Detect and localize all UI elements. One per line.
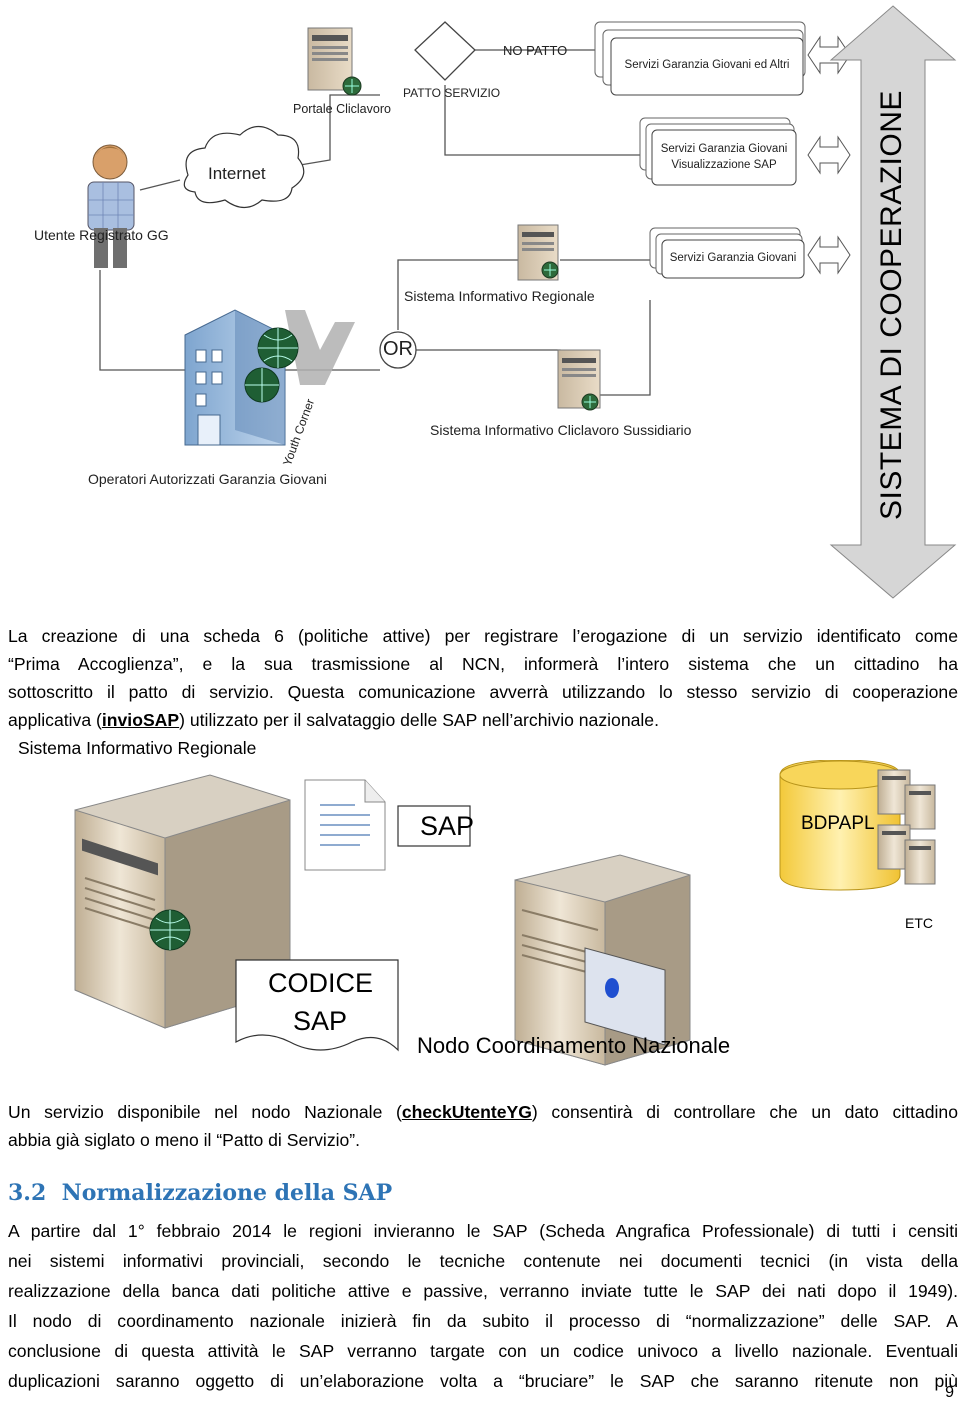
- text-segment: applicativa (: [8, 710, 102, 730]
- youth-corner-logo: [285, 310, 355, 385]
- paragraph-line: duplicazioni saranno oggetto di un’elabo…: [8, 1371, 958, 1391]
- portale-server-icon: [307, 27, 362, 96]
- section-title: Normalizzazione della SAP: [61, 1180, 393, 1206]
- double-arrow-icon: [807, 35, 851, 275]
- sir-label: Sistema Informativo Regionale: [404, 288, 595, 304]
- etc-servers-icon: [877, 769, 936, 885]
- text-segment: Un servizio disponibile nel nodo Naziona…: [8, 1102, 402, 1122]
- connector-lines: [99, 49, 651, 396]
- section-number: 3.2: [8, 1180, 47, 1206]
- paragraph-line: nei sistemi informativi provinciali, sec…: [8, 1251, 958, 1271]
- page-number: 9: [945, 1384, 954, 1401]
- inviosap-term: invioSAP: [101, 710, 180, 730]
- servizi-vis-label-2: Visualizzazione SAP: [671, 159, 777, 171]
- paragraph-normalizzazione: A partire dal 1° febbraio 2014 le region…: [8, 1216, 958, 1396]
- sir-title: Sistema Informativo Regionale: [18, 738, 257, 758]
- nodo-label: Nodo Coordinamento Nazionale: [417, 1033, 731, 1058]
- etc-label: ETC: [905, 915, 933, 931]
- user-person-icon: [87, 144, 135, 268]
- text-segment: ) consentirà di controllare che un dato …: [531, 1102, 958, 1122]
- section-heading: 3.2 Normalizzazione della SAP: [8, 1180, 392, 1206]
- portale-label: Portale Cliclavoro: [293, 102, 391, 116]
- codice-label: CODICE: [268, 968, 374, 998]
- paragraph-line: conclusione di questa attività le SAP ve…: [8, 1341, 958, 1361]
- paragraph-line: applicativa (invioSAP) utilizzato per il…: [8, 706, 958, 734]
- paragraph-line: sottoscritto il patto di servizio. Quest…: [8, 682, 958, 702]
- paragraph-line: realizzazione della banca dati politiche…: [8, 1281, 958, 1301]
- operatori-label: Operatori Autorizzati Garanzia Giovani: [88, 471, 327, 487]
- servizi-vis-label-1: Servizi Garanzia Giovani: [660, 143, 788, 155]
- no-patto-label: NO PATTO: [503, 43, 568, 58]
- codice-sap-label: SAP: [293, 1006, 348, 1036]
- regionale-server-icon: [517, 224, 559, 281]
- id-card-icon: [584, 947, 666, 1046]
- internet-label: Internet: [208, 164, 266, 183]
- cooperazione-label: SISTEMA DI COOPERAZIONE: [875, 90, 908, 520]
- codice-sap-box: [235, 959, 399, 1052]
- internet-cloud-icon: [183, 125, 305, 209]
- bdpapl-label: BDPAPL: [801, 813, 875, 834]
- sap-flow-diagram: [74, 760, 936, 1066]
- globe-icon: [244, 327, 299, 403]
- servizi-altri-label: Servizi Garanzia Giovani ed Altri: [624, 59, 790, 71]
- paragraph-intro: La creazione di una scheda 6 (politiche …: [8, 622, 958, 734]
- servizi-altri-stack: [594, 21, 806, 96]
- checkutenteyg-term: checkUtenteYG: [401, 1102, 532, 1122]
- architecture-diagram: [87, 5, 957, 599]
- servizi-vis-stack: [639, 117, 797, 186]
- sap-box: [397, 805, 471, 847]
- servizi-gg-stack: [649, 227, 805, 279]
- utente-label: Utente Registrato GG: [34, 227, 169, 243]
- document-icon: [304, 779, 386, 871]
- cooperazione-arrow: [829, 5, 957, 599]
- paragraph-line: abbia già siglato o meno il “Patto di Se…: [8, 1130, 361, 1150]
- paragraph-line: La creazione di una scheda 6 (politiche …: [8, 626, 958, 646]
- decision-diamond: [414, 21, 476, 81]
- paragraph-line: A partire dal 1° febbraio 2014 le region…: [8, 1221, 958, 1241]
- paragraph-line: Il nodo di coordinamento nazionale inizi…: [8, 1311, 958, 1331]
- paragraph-line: “Prima Accoglienza”, e la sua trasmissio…: [8, 654, 958, 674]
- paragraph-check: Un servizio disponibile nel nodo Naziona…: [8, 1098, 958, 1154]
- paragraph-line: Un servizio disponibile nel nodo Naziona…: [8, 1098, 958, 1126]
- text-segment: ) utilizzato per il salvataggio delle SA…: [179, 710, 659, 730]
- servizi-gg-label: Servizi Garanzia Giovani: [669, 252, 797, 264]
- or-label: OR: [383, 338, 413, 360]
- sussidiario-label: Sistema Informativo Cliclavoro Sussidiar…: [430, 422, 692, 438]
- patto-label: PATTO SERVIZIO: [403, 86, 501, 100]
- sap-label: SAP: [420, 811, 475, 841]
- sussidiario-server-icon: [557, 349, 601, 411]
- or-node: [379, 331, 417, 369]
